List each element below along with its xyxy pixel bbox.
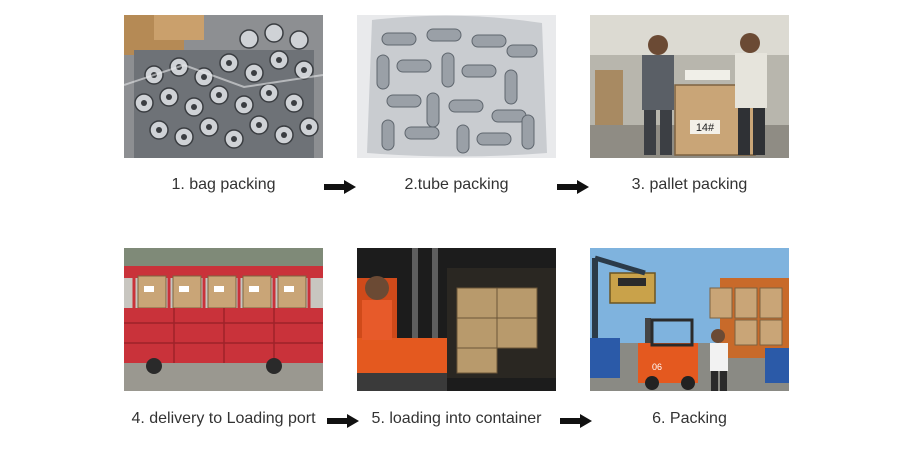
right-arrow-icon [324, 180, 356, 194]
right-arrow-icon [557, 180, 589, 194]
step-caption: 5. loading into container [371, 410, 542, 427]
right-arrow-icon [327, 414, 359, 428]
photo-delivery-truck [124, 248, 323, 391]
photo-pallet-packing: 14# [590, 15, 789, 158]
step-caption: 3. pallet packing [631, 176, 748, 193]
step-caption: 4. delivery to Loading port [131, 410, 316, 427]
photo-tube-packing [357, 15, 556, 158]
photo-loading-container [357, 248, 556, 391]
step-caption: 2.tube packing [404, 176, 509, 193]
photo-bag-packing [124, 15, 323, 158]
forklift-number-text: 06 [652, 362, 662, 372]
step-caption: 1. bag packing [171, 176, 276, 193]
step-caption: 6. Packing [652, 410, 727, 427]
right-arrow-icon [560, 414, 592, 428]
pallet-label-text: 14# [696, 122, 715, 134]
photo-port-forklift: 06 [590, 248, 789, 391]
